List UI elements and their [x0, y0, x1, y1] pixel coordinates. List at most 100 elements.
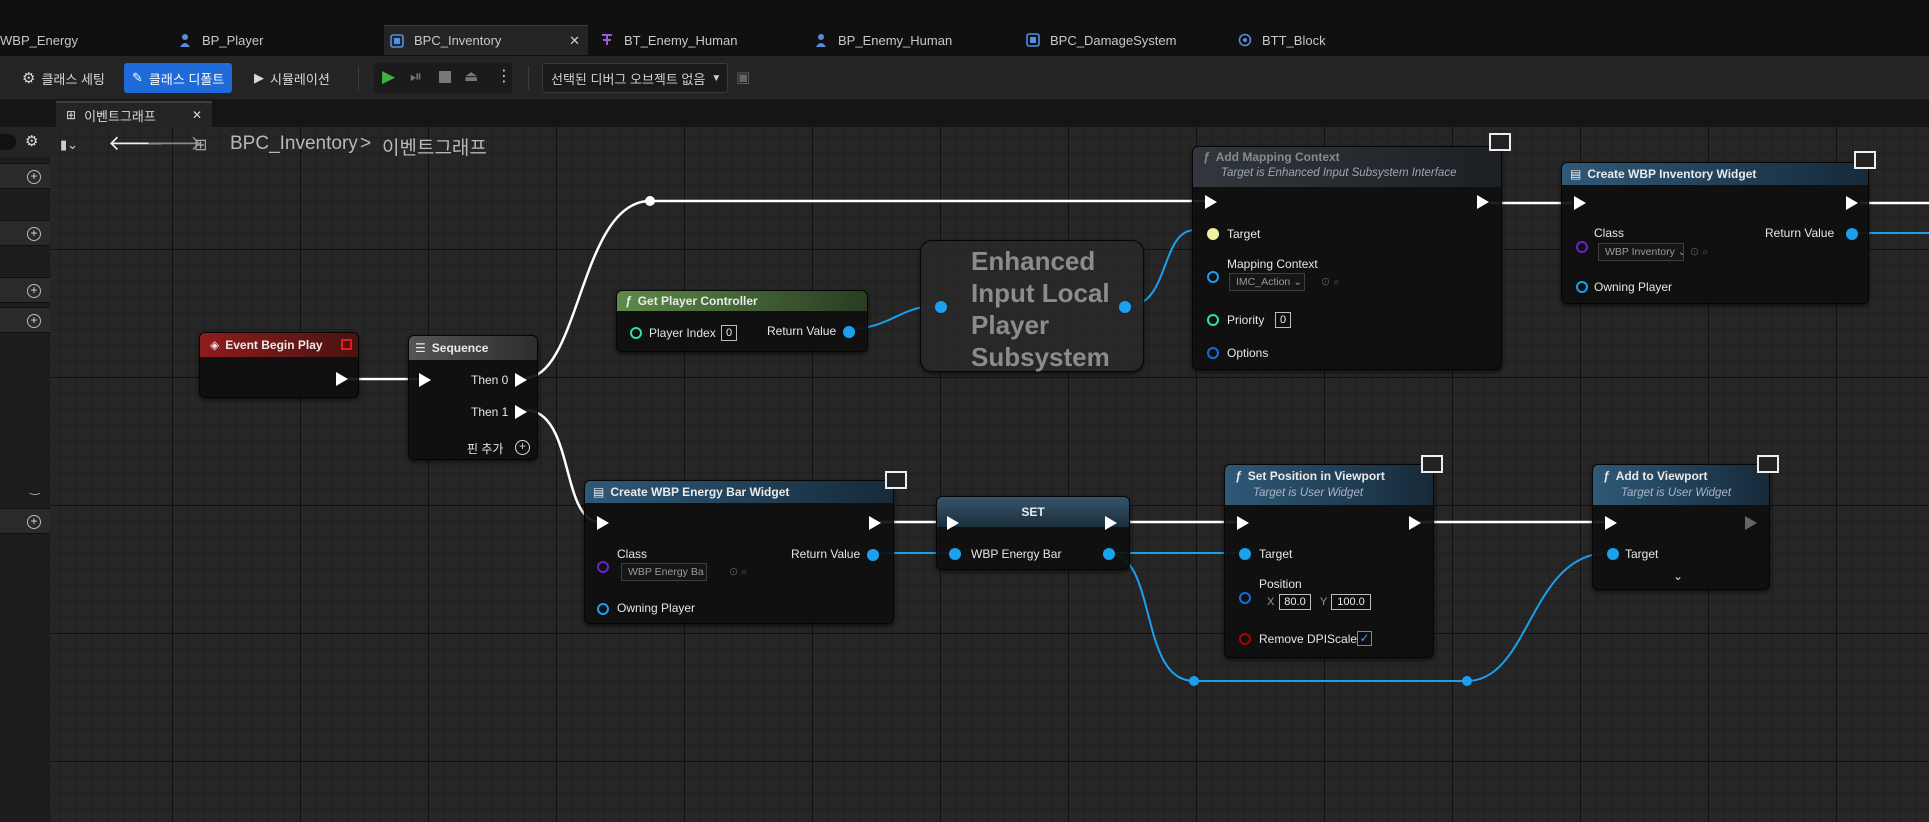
- node-add-mapping-context[interactable]: ƒ Add Mapping Context Target is Enhanced…: [1192, 133, 1511, 370]
- object-pin[interactable]: [1239, 548, 1251, 560]
- exec-out-pin[interactable]: [515, 405, 527, 419]
- tab-wbp-energy[interactable]: WBP_Energy: [0, 25, 160, 55]
- step-icon[interactable]: ⏯: [410, 68, 423, 85]
- exec-in-pin[interactable]: [1237, 516, 1249, 530]
- more-options-icon[interactable]: ⋮: [496, 68, 512, 85]
- exec-in-pin[interactable]: [1205, 195, 1217, 209]
- node-set-position-in-viewport[interactable]: ƒ Set Position in Viewport Target is Use…: [1224, 455, 1443, 658]
- add-icon[interactable]: +: [27, 170, 41, 184]
- exec-out-pin[interactable]: [1477, 195, 1489, 209]
- target-pin[interactable]: [1207, 228, 1219, 240]
- stop-icon[interactable]: [439, 71, 451, 83]
- add-icon[interactable]: +: [27, 227, 41, 241]
- object-pin[interactable]: [1103, 548, 1115, 560]
- add-icon[interactable]: +: [27, 284, 41, 298]
- close-icon[interactable]: ✕: [569, 33, 580, 48]
- add-icon[interactable]: +: [27, 314, 41, 328]
- exec-out-pin[interactable]: [1409, 516, 1421, 530]
- tab-event-graph[interactable]: ⊞ 이벤트그래프 ✕: [56, 101, 212, 127]
- exec-in-pin[interactable]: [419, 373, 431, 387]
- node-sequence[interactable]: ☰ Sequence Then 0 Then 1 핀 추가 +: [408, 335, 538, 460]
- tab-bpc-damagesystem[interactable]: BPC_DamageSystem: [1026, 25, 1226, 55]
- exec-in-pin[interactable]: [1574, 196, 1586, 210]
- object-pin[interactable]: [1576, 281, 1588, 293]
- search-field-edge[interactable]: [0, 134, 16, 150]
- tab-bp-enemy-human[interactable]: BP_Enemy_Human: [814, 25, 1014, 55]
- add-icon[interactable]: +: [515, 440, 530, 455]
- priority-input[interactable]: 0: [1275, 312, 1291, 328]
- class-pin[interactable]: [597, 561, 609, 573]
- object-pin[interactable]: [867, 549, 879, 561]
- player-index-input[interactable]: 0: [721, 325, 737, 341]
- debug-filter-icon[interactable]: ▣: [736, 69, 751, 86]
- exec-out-pin[interactable]: [869, 516, 881, 530]
- class-dropdown[interactable]: WBP Energy Ba ⌄: [621, 563, 707, 581]
- section-header-functions[interactable]: +: [0, 220, 50, 246]
- exec-out-pin[interactable]: [336, 372, 348, 386]
- int-pin[interactable]: [1207, 314, 1219, 326]
- browse-icon[interactable]: ⊙ ⌕: [729, 566, 748, 578]
- position-x-input[interactable]: 80.0: [1279, 594, 1311, 610]
- browse-icon[interactable]: ⊙ ⌕: [1690, 246, 1709, 258]
- class-pin[interactable]: [1576, 241, 1588, 253]
- exec-in-pin[interactable]: [1605, 516, 1617, 530]
- section-header-graphs[interactable]: +: [0, 163, 50, 189]
- bool-pin[interactable]: [1239, 633, 1251, 645]
- delegate-pin-icon[interactable]: [341, 339, 352, 350]
- object-pin[interactable]: [597, 603, 609, 615]
- browse-icon[interactable]: ⊙ ⌕: [1321, 276, 1340, 288]
- class-settings-button[interactable]: ⚙ 클래스 세팅: [22, 70, 105, 87]
- node-enhanced-input-subsystem[interactable]: Enhanced Input Local Player Subsystem: [920, 240, 1144, 372]
- exec-out-pin[interactable]: [515, 373, 527, 387]
- close-icon[interactable]: ✕: [191, 108, 202, 122]
- debug-object-dropdown[interactable]: 선택된 디버그 오브젝트 없음 ▼: [542, 63, 728, 93]
- position-y-input[interactable]: 100.0: [1331, 594, 1371, 610]
- section-header-dispatchers[interactable]: +: [0, 508, 50, 534]
- node-event-begin-play[interactable]: ◈ Event Begin Play: [199, 332, 359, 398]
- mapping-context-dropdown[interactable]: IMC_Action ⌄: [1229, 273, 1305, 291]
- play-icon[interactable]: ▶: [382, 67, 396, 86]
- tab-bt-enemy-human[interactable]: BT_Enemy_Human: [600, 25, 800, 55]
- struct-pin[interactable]: [1207, 347, 1219, 359]
- exec-in-pin[interactable]: [597, 516, 609, 530]
- node-add-to-viewport[interactable]: ƒ Add to Viewport Target is User Widget …: [1592, 455, 1779, 590]
- back-arrow-icon[interactable]: 🡐: [108, 132, 165, 155]
- bookmark-icon[interactable]: ▮⌄: [60, 137, 79, 152]
- class-dropdown[interactable]: WBP Inventory ⌄: [1598, 243, 1684, 261]
- object-pin[interactable]: [949, 548, 961, 560]
- object-pin[interactable]: [1119, 301, 1131, 313]
- add-icon[interactable]: +: [27, 515, 41, 529]
- exec-in-pin[interactable]: [947, 516, 959, 530]
- struct-pin[interactable]: [1239, 592, 1251, 604]
- chevron-down-icon[interactable]: ⌄: [1673, 569, 1684, 583]
- tab-btt-block[interactable]: BTT_Block: [1238, 25, 1438, 55]
- object-pin[interactable]: [1207, 271, 1219, 283]
- node-create-inventory-widget[interactable]: ▤ Create WBP Inventory Widget Class WBP …: [1561, 151, 1876, 304]
- simulation-button[interactable]: ▶ 시뮬레이션: [254, 70, 330, 87]
- exec-out-pin[interactable]: [1846, 196, 1858, 210]
- gear-icon[interactable]: ⚙: [25, 133, 39, 150]
- collapse-icon[interactable]: ‿: [30, 481, 40, 495]
- exec-out-pin[interactable]: [1745, 516, 1757, 530]
- object-pin[interactable]: [843, 326, 855, 338]
- add-pin-button[interactable]: 핀 추가: [467, 442, 504, 456]
- breadcrumb-graph[interactable]: 이벤트그래프: [382, 138, 487, 159]
- tab-bpc-inventory[interactable]: BPC_Inventory ✕: [384, 25, 588, 55]
- section-header-macros[interactable]: +: [0, 277, 50, 303]
- object-pin[interactable]: [1607, 548, 1619, 560]
- section-header-variables[interactable]: +: [0, 307, 50, 333]
- node-get-player-controller[interactable]: ƒ Get Player Controller Player Index 0 R…: [616, 290, 868, 352]
- remove-dpi-checkbox[interactable]: ✓: [1357, 631, 1372, 646]
- node-create-energy-widget[interactable]: ▤ Create WBP Energy Bar Widget Class WBP…: [584, 471, 907, 624]
- forward-arrow-icon[interactable]: 🡒: [146, 132, 203, 155]
- hierarchy-icon: ⊞: [194, 137, 208, 154]
- node-set-variable[interactable]: SET WBP Energy Bar: [936, 496, 1130, 570]
- eject-icon[interactable]: ⏏: [464, 68, 479, 85]
- exec-out-pin[interactable]: [1105, 516, 1117, 530]
- breadcrumb-blueprint[interactable]: BPC_Inventory: [230, 133, 358, 154]
- class-defaults-button[interactable]: ✎ 클래스 디폴트: [124, 63, 233, 93]
- tab-bp-player[interactable]: BP_Player: [178, 25, 378, 55]
- object-pin[interactable]: [935, 301, 947, 313]
- int-pin[interactable]: [630, 327, 642, 339]
- object-pin[interactable]: [1846, 228, 1858, 240]
